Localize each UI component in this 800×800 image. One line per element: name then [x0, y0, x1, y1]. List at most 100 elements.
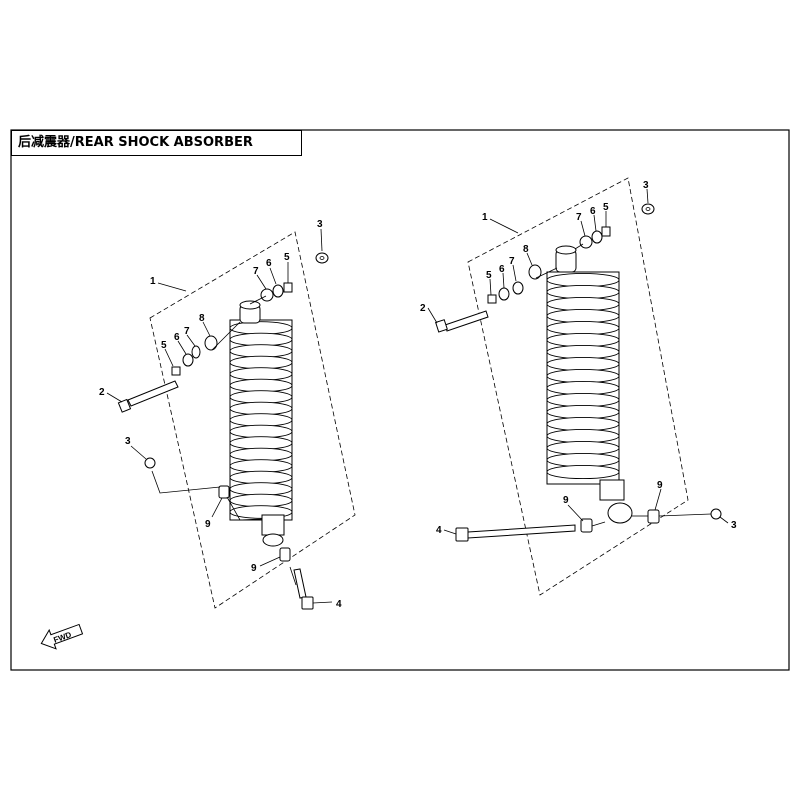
left-callout-5: 5: [161, 340, 167, 351]
left-damper-body: [261, 514, 285, 536]
left-callout-4: 4: [336, 599, 342, 610]
spring-coil: [229, 459, 293, 473]
spring-coil: [229, 447, 293, 462]
spring-coil: [546, 368, 620, 384]
spring-coil: [229, 344, 293, 358]
left-bushing-9a: [218, 485, 230, 499]
diagram-title: 后减震器/REAR SHOCK ABSORBER: [11, 130, 302, 156]
left-washer-6: [182, 353, 194, 367]
spring-coil: [546, 380, 620, 396]
spring-coil: [546, 320, 620, 336]
left-seal-7: [191, 345, 201, 359]
left-callout-7: 7: [184, 326, 190, 337]
fwd-arrow-icon: FWD: [40, 623, 84, 650]
left-callout-9a: 9: [205, 519, 211, 530]
left-bottom-eye: [262, 533, 284, 547]
spring-coil: [229, 436, 293, 450]
spring-coil: [229, 332, 293, 347]
right-callout-3-bottom: 3: [731, 520, 737, 531]
spring-coil: [546, 428, 620, 444]
spring-coil: [546, 404, 620, 420]
spring-coil: [229, 390, 293, 404]
right-seal-7: [512, 281, 524, 295]
right-nut-3-bottom: [710, 508, 722, 520]
left-callout-5-top: 5: [284, 252, 290, 263]
left-nut-3-bottom: [144, 457, 156, 469]
right-spacer-5: [487, 294, 497, 304]
spring-coil: [546, 284, 620, 300]
spring-coil: [229, 321, 293, 335]
spring-coil: [546, 332, 620, 348]
right-spring: [546, 271, 620, 485]
left-spacer-5b: [283, 282, 293, 293]
right-callout-1: 1: [482, 212, 488, 223]
spring-coil: [229, 367, 293, 381]
spring-coil: [546, 452, 620, 468]
right-callout-3-top: 3: [643, 180, 649, 191]
right-callout-9a: 9: [563, 495, 569, 506]
right-bottom-eye: [607, 502, 633, 524]
left-spring: [229, 319, 293, 521]
left-callout-1: 1: [150, 276, 156, 287]
right-bolt-4: [467, 524, 576, 539]
right-nut-3-top: [641, 203, 655, 215]
right-callout-5-top: 5: [603, 202, 609, 213]
right-damper-body: [599, 479, 625, 501]
right-callout-7: 7: [509, 256, 515, 267]
left-callout-7-top: 7: [253, 266, 259, 277]
spring-coil: [546, 356, 620, 372]
fwd-label: FWD: [52, 630, 72, 645]
right-seal-7b: [579, 235, 593, 249]
spring-coil: [229, 424, 293, 439]
right-bolt-2: [444, 310, 489, 332]
left-nut-3-top: [315, 252, 329, 264]
right-bushing-9a: [580, 518, 593, 533]
left-spacer-5: [171, 366, 181, 376]
spring-coil: [229, 401, 293, 416]
right-callout-9b: 9: [657, 480, 663, 491]
spring-coil: [546, 296, 620, 312]
left-callout-9b: 9: [251, 563, 257, 574]
left-bushing-8: [204, 335, 218, 351]
spring-coil: [546, 440, 620, 456]
spring-coil: [546, 308, 620, 324]
spring-coil: [546, 416, 620, 432]
right-callout-8: 8: [523, 244, 529, 255]
right-callout-4: 4: [436, 525, 442, 536]
drawing-frame: [10, 129, 790, 671]
left-bolt-2: [127, 380, 179, 407]
right-washer-6b: [591, 230, 603, 244]
spring-coil: [546, 464, 620, 480]
spring-coil: [229, 493, 293, 508]
spring-coil: [229, 470, 293, 485]
spring-coil: [229, 482, 293, 496]
right-washer-6: [498, 287, 510, 301]
left-bushing-9b: [279, 547, 291, 562]
left-callout-8: 8: [199, 313, 205, 324]
right-spacer-5b: [601, 226, 611, 237]
right-callout-6-top: 6: [590, 206, 596, 217]
spring-coil: [229, 355, 293, 370]
left-callout-3-bottom: 3: [125, 436, 131, 447]
right-callout-6: 6: [499, 264, 505, 275]
right-group-outline: [467, 177, 689, 596]
spring-coil: [229, 413, 293, 427]
left-washer-6b: [272, 284, 284, 298]
right-callout-5: 5: [486, 270, 492, 281]
spring-coil: [546, 392, 620, 408]
right-bushing-8: [528, 264, 542, 280]
right-callout-2: 2: [420, 303, 426, 314]
right-bushing-9b: [647, 509, 660, 524]
left-group-outline: [149, 231, 356, 609]
spring-coil: [546, 344, 620, 360]
left-shock-assembly: 1 2 3 3 4 5 5 6 6 7 7 8 9 9: [99, 219, 356, 610]
right-shock-assembly: 1 2 3 3 4 5 5 6 6 7 7 8 9 9: [420, 177, 737, 596]
spring-coil: [546, 272, 620, 288]
left-callout-2: 2: [99, 387, 105, 398]
right-callout-7-top: 7: [576, 212, 582, 223]
left-callout-6-top: 6: [266, 258, 272, 269]
left-callout-6: 6: [174, 332, 180, 343]
left-seal-7b: [260, 288, 274, 302]
